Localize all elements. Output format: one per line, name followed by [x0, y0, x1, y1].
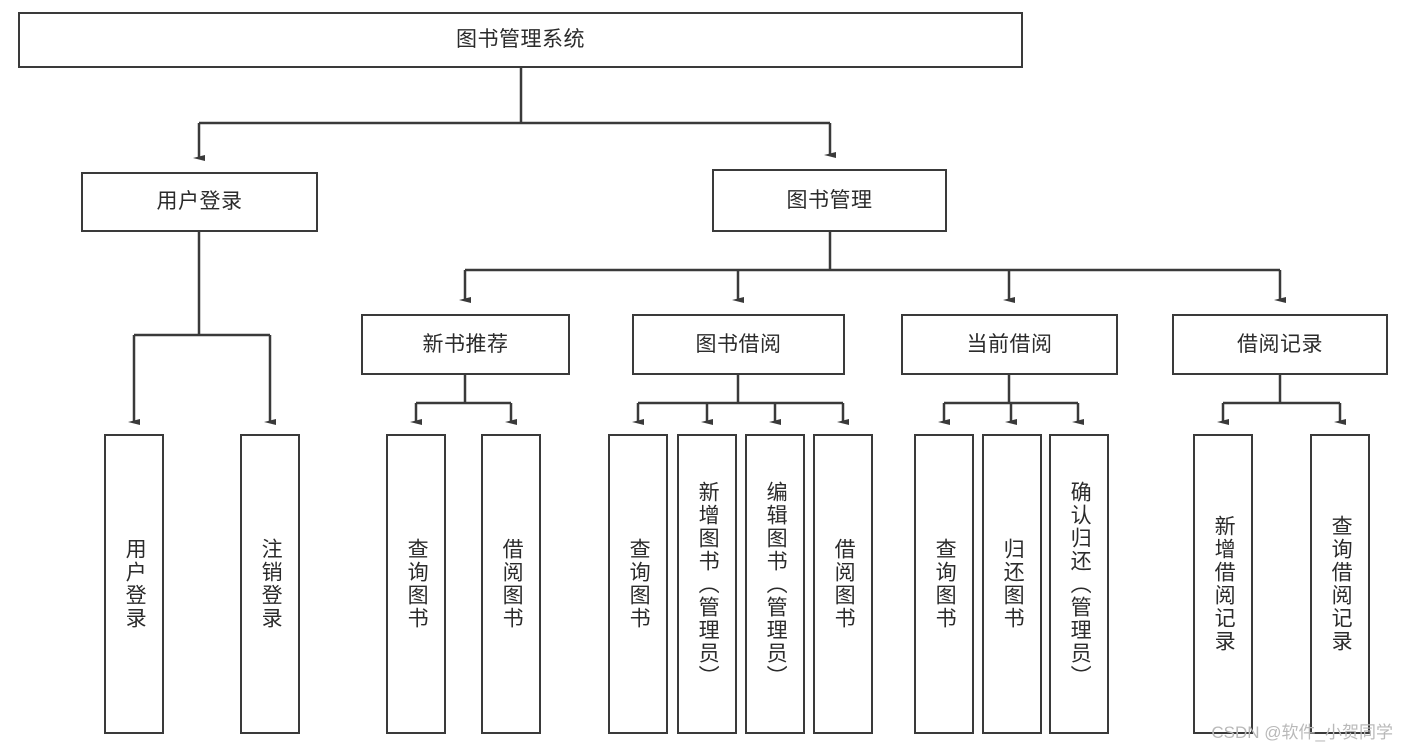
node-leaf-edit-book-admin[interactable]: 编辑图书（管理员）: [745, 434, 805, 734]
node-leaf-add-borrow-record[interactable]: 新增借阅记录: [1193, 434, 1253, 734]
node-book-borrow[interactable]: 图书借阅: [632, 314, 845, 375]
node-label: 新增借阅记录: [1212, 515, 1236, 653]
node-root-library-system[interactable]: 图书管理系统: [18, 12, 1023, 68]
node-label: 图书管理: [786, 188, 873, 212]
node-book-management[interactable]: 图书管理: [712, 169, 947, 232]
node-label: 查询借阅记录: [1329, 515, 1353, 653]
node-label: 用户登录: [156, 190, 243, 214]
node-new-book-recommend[interactable]: 新书推荐: [361, 314, 570, 375]
node-label: 查询图书: [405, 538, 429, 630]
node-label: 借阅图书: [832, 538, 856, 630]
node-leaf-query-borrow-record[interactable]: 查询借阅记录: [1310, 434, 1370, 734]
node-label: 查询图书: [933, 538, 957, 630]
node-label: 查询图书: [627, 538, 651, 630]
node-label: 编辑图书（管理员）: [764, 480, 788, 688]
node-label: 确认归还（管理员）: [1068, 480, 1092, 688]
node-label: 借阅图书: [500, 538, 524, 630]
node-leaf-query-book-borrow[interactable]: 查询图书: [608, 434, 668, 734]
node-label: 新增图书（管理员）: [696, 480, 720, 688]
node-label: 归还图书: [1001, 538, 1025, 630]
node-label: 图书管理系统: [456, 28, 585, 52]
node-leaf-return-book[interactable]: 归还图书: [982, 434, 1042, 734]
node-user-login[interactable]: 用户登录: [81, 172, 318, 232]
node-label: 注销登录: [259, 538, 283, 630]
node-label: 图书借阅: [695, 332, 782, 356]
node-current-borrow[interactable]: 当前借阅: [901, 314, 1118, 375]
node-leaf-user-login[interactable]: 用户登录: [104, 434, 164, 734]
node-label: 当前借阅: [966, 332, 1053, 356]
node-leaf-add-book-admin[interactable]: 新增图书（管理员）: [677, 434, 737, 734]
node-label: 用户登录: [123, 538, 147, 630]
node-leaf-query-book-recommend[interactable]: 查询图书: [386, 434, 446, 734]
node-leaf-confirm-return-admin[interactable]: 确认归还（管理员）: [1049, 434, 1109, 734]
node-leaf-borrow-book-recommend[interactable]: 借阅图书: [481, 434, 541, 734]
node-leaf-logout[interactable]: 注销登录: [240, 434, 300, 734]
node-borrow-record[interactable]: 借阅记录: [1172, 314, 1388, 375]
node-label: 新书推荐: [422, 332, 509, 356]
node-leaf-query-book-current[interactable]: 查询图书: [914, 434, 974, 734]
node-leaf-borrow-book[interactable]: 借阅图书: [813, 434, 873, 734]
node-label: 借阅记录: [1237, 332, 1323, 356]
